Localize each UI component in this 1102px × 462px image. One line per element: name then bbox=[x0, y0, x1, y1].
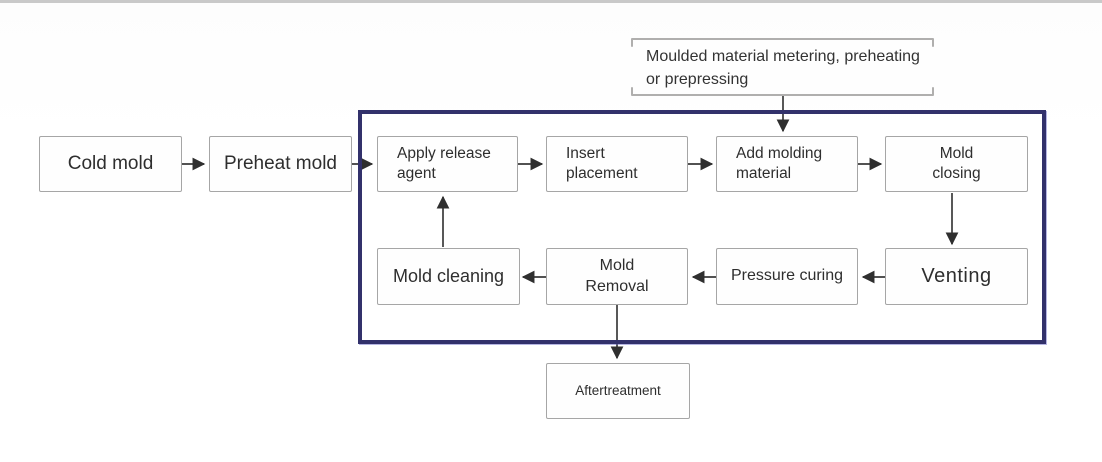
node-label: Venting bbox=[921, 264, 992, 287]
node-insert-placement: Insert placement bbox=[546, 136, 688, 192]
node-label: Preheat mold bbox=[223, 152, 337, 174]
node-mold-cleaning: Mold cleaning bbox=[377, 248, 520, 305]
node-label: Pressure curing bbox=[730, 267, 844, 285]
node-aftertreatment: Aftertreatment bbox=[546, 363, 690, 419]
node-label: Add molding material bbox=[736, 145, 823, 182]
node-label: Apply release agent bbox=[397, 145, 491, 182]
node-add-molding-material: Add molding material bbox=[716, 136, 858, 192]
node-mold-closing: Mold closing bbox=[885, 136, 1028, 192]
node-pressure-curing: Pressure curing bbox=[716, 248, 858, 305]
node-label: Mold Removal bbox=[585, 257, 649, 295]
node-label: Aftertreatment bbox=[575, 383, 661, 399]
node-venting: Venting bbox=[885, 248, 1028, 305]
node-label: Cold mold bbox=[67, 152, 154, 174]
node-material-prep: Moulded material metering, preheating or… bbox=[646, 48, 920, 89]
node-label: Insert placement bbox=[566, 145, 638, 182]
node-label: Mold cleaning bbox=[392, 265, 505, 286]
node-mold-removal: Mold Removal bbox=[546, 248, 688, 305]
top-divider bbox=[0, 0, 1102, 3]
node-label: Mold closing bbox=[932, 145, 981, 182]
node-preheat-mold: Preheat mold bbox=[209, 136, 352, 192]
node-apply-release-agent: Apply release agent bbox=[377, 136, 518, 192]
node-cold-mold: Cold mold bbox=[39, 136, 182, 192]
